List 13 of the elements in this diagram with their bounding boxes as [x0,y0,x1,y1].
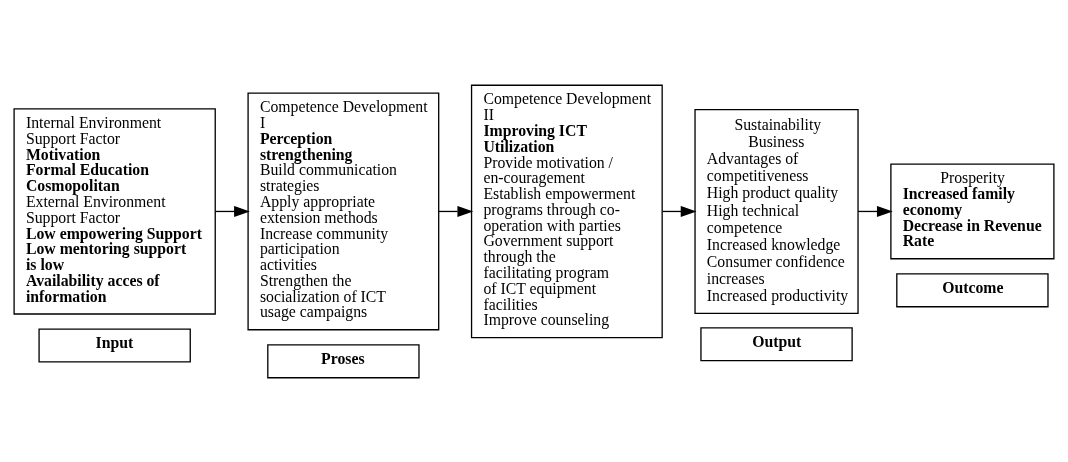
arrow [661,205,697,217]
arrow [438,205,474,217]
node-box: Outcome [896,272,1049,307]
node-box: Input [38,327,191,363]
node-box: Prosperity Increased family economy Decrease in Revenue Rate [890,162,1055,259]
arrow [857,205,893,217]
arrow [214,205,250,217]
node-box: Competence Development II Improving ICT Utilization Provide motivation / en-couragement Establish empowerment programs through co-operation with parties Government support through the facilitating program of ICT equipment facilities Improve counseling [470,84,663,338]
node-box: Output [700,326,853,361]
node-box: Sustainability Business Advantages of competitiveness High product quality High technical competence Increased knowledge Consumer confidence increases Increased productivity [694,108,859,314]
node-box: Internal Environment Support Factor Motivation Formal Education Cosmopolitan External Environment Support Factor Low empowering Support Low mentoring support is low Availability acces of information [13,107,216,315]
node-box: Proses [267,343,420,378]
node-box: Competence Development I Perception strengthening Build communication strategies Apply appropriate extension methods Increase community participation activities Strengthen the socialization of ICT usage campaigns [247,92,440,330]
